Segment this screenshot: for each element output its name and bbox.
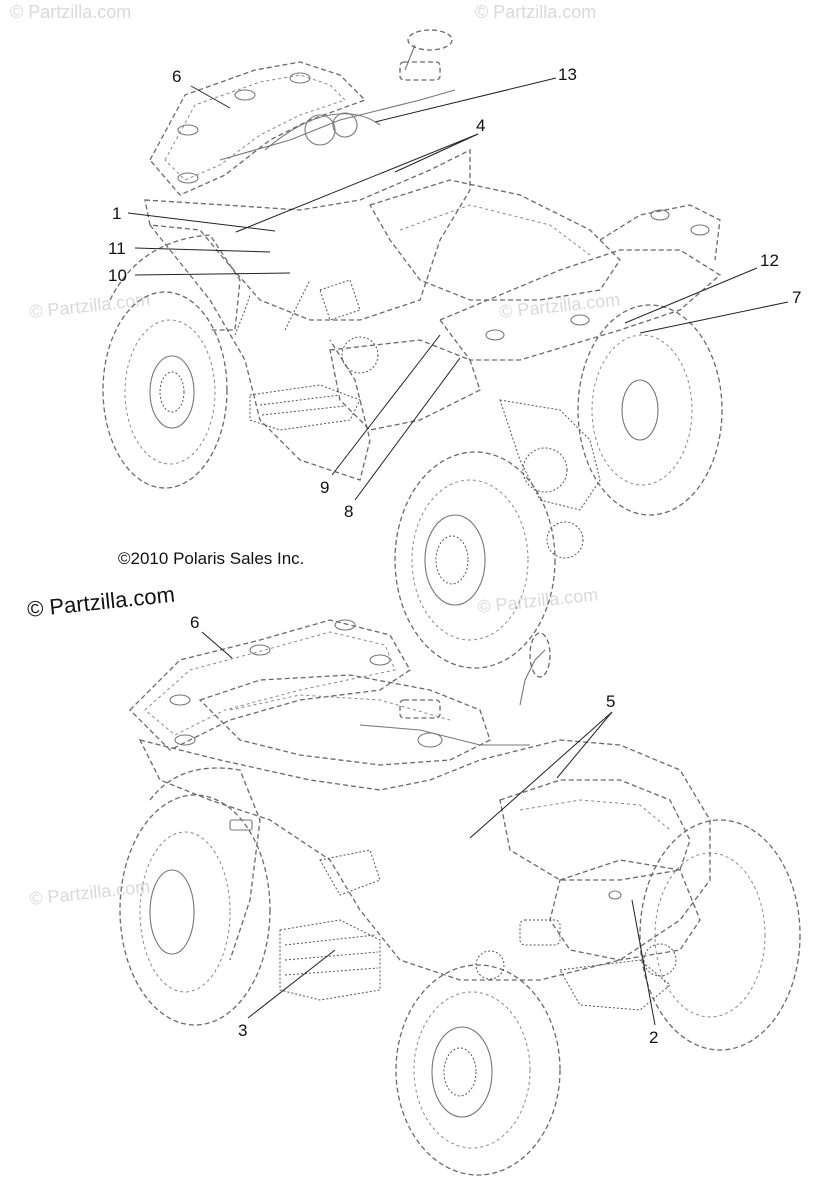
bottom-callouts: 6 5 3 2: [190, 613, 658, 1047]
callout-6: 6: [190, 613, 199, 632]
callout-7: 7: [792, 288, 801, 307]
callout-13: 13: [558, 65, 577, 84]
watermark: © Partzilla.com: [10, 2, 131, 22]
callout-9: 9: [320, 478, 329, 497]
callout-1: 1: [112, 204, 121, 223]
bottom-leaders: [201, 631, 656, 1026]
watermark: © Partzilla.com: [498, 289, 621, 322]
watermark: © Partzilla.com: [476, 584, 599, 617]
copyright-text: ©2010 Polaris Sales Inc.: [118, 549, 304, 568]
callout-2: 2: [649, 1028, 658, 1047]
top-callouts: 6 13 4 1 11 10 12 7 9 8: [108, 65, 801, 521]
callout-3: 3: [238, 1021, 247, 1040]
callout-12: 12: [760, 251, 779, 270]
watermark: © Partzilla.com: [475, 2, 596, 22]
callout-5: 5: [606, 692, 615, 711]
callout-4: 4: [476, 116, 485, 135]
callout-11: 11: [108, 239, 126, 258]
top-leaders: [127, 77, 789, 501]
callout-10: 10: [108, 266, 127, 285]
atv-bottom-view: [119, 619, 801, 1176]
watermark: © Partzilla.com: [28, 876, 151, 909]
atv-top-view: [102, 29, 723, 669]
callout-8: 8: [344, 502, 353, 521]
callout-6: 6: [172, 67, 181, 86]
brand-watermark: © Partzilla.com: [26, 582, 176, 622]
